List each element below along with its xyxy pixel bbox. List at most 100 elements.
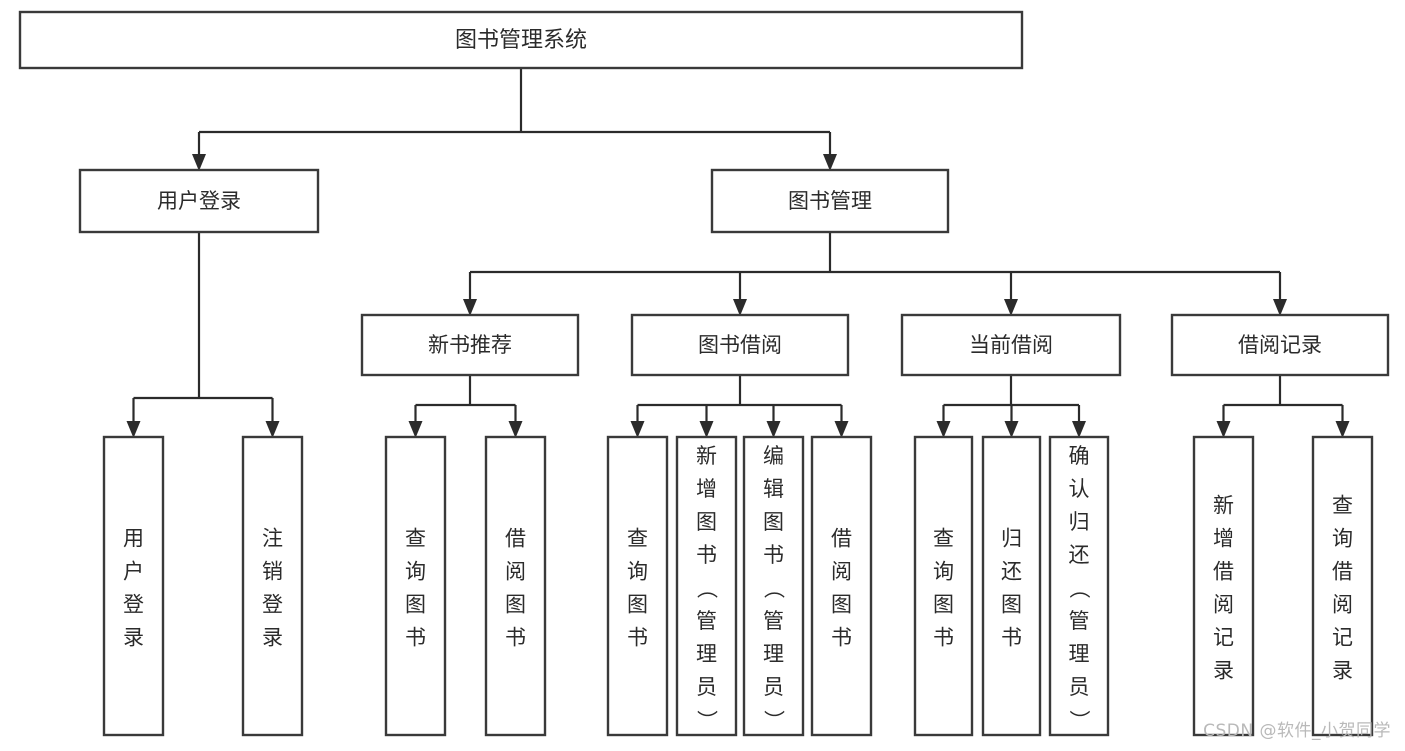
node-user-login-box[interactable] — [78, 168, 320, 234]
node-leaf-query-book-3-label-char: 图 — [933, 593, 954, 617]
node-leaf-add-record-label-char: 记 — [1213, 626, 1234, 650]
node-current-borrow-label: 当前借阅 — [969, 333, 1053, 357]
node-current-borrow[interactable]: 当前借阅 — [900, 313, 1122, 377]
node-leaf-add-book-label-char: 书 — [696, 543, 717, 567]
node-book-management[interactable]: 图书管理 — [710, 168, 950, 234]
node-leaf-user-logout-label-char: 录 — [262, 626, 283, 650]
node-leaf-query-record-label-char: 查 — [1332, 494, 1353, 518]
node-leaf-add-book-label-char: 管 — [696, 609, 717, 633]
node-leaf-edit-book-label-char: 编 — [763, 444, 784, 468]
node-leaf-confirm-return-label-char: ） — [1067, 710, 1091, 731]
arrow-head-icon — [733, 299, 747, 316]
node-leaf-borrow-book-1-box[interactable] — [484, 435, 547, 737]
node-leaf-borrow-book-1-label-char: 书 — [505, 626, 526, 650]
node-leaf-add-record-label-char: 新 — [1213, 494, 1234, 518]
node-leaf-query-book-2-label-char: 查 — [627, 527, 648, 551]
node-leaf-user-login[interactable]: 用户登录 — [102, 435, 165, 737]
connector-root-to-level2 — [192, 68, 837, 171]
node-leaf-query-book-2-label-char: 询 — [627, 560, 648, 584]
node-new-book-recommend[interactable]: 新书推荐 — [360, 313, 580, 377]
node-borrow-record-label: 借阅记录 — [1238, 333, 1322, 357]
node-leaf-query-record-box[interactable] — [1311, 435, 1374, 737]
connector-bookmgmt-to-level3 — [463, 232, 1287, 316]
node-root-system[interactable]: 图书管理系统 — [18, 10, 1024, 70]
node-leaf-query-record-label-char: 询 — [1332, 527, 1353, 551]
node-borrow-record[interactable]: 借阅记录 — [1170, 313, 1390, 377]
node-leaf-add-book-box[interactable] — [675, 435, 738, 737]
node-leaf-edit-book-label-char: 理 — [763, 642, 784, 666]
node-leaf-edit-book-label-char: （ — [762, 578, 786, 599]
arrow-head-icon — [508, 421, 523, 438]
connector-record-to-leaves — [1216, 375, 1350, 438]
node-leaf-query-book-2-label-char: 书 — [627, 626, 648, 650]
node-book-management-box[interactable] — [710, 168, 950, 234]
node-leaf-user-logout-label-char: 销 — [262, 560, 283, 584]
node-leaf-user-logout-box[interactable] — [241, 435, 304, 737]
node-leaf-query-record-label-char: 录 — [1332, 659, 1353, 683]
node-leaf-user-login-label-char: 户 — [123, 560, 144, 584]
node-leaf-borrow-book-2-label-char: 图 — [831, 593, 852, 617]
node-leaf-user-login-label-char: 用 — [123, 527, 144, 551]
node-leaf-confirm-return-label-char: 理 — [1069, 642, 1090, 666]
node-leaf-add-book-label-char: 理 — [696, 642, 717, 666]
node-root-system-box[interactable] — [18, 10, 1024, 70]
node-leaf-add-record-box[interactable] — [1192, 435, 1255, 737]
node-leaf-user-login-label-char: 登 — [123, 593, 144, 617]
node-current-borrow-box[interactable] — [900, 313, 1122, 377]
node-leaf-borrow-book-1-label-char: 借 — [505, 527, 526, 551]
node-leaf-query-book-2-label-char: 图 — [627, 593, 648, 617]
node-user-login[interactable]: 用户登录 — [78, 168, 320, 234]
node-leaf-query-book-2-box[interactable] — [606, 435, 669, 737]
node-new-book-recommend-box[interactable] — [360, 313, 580, 377]
node-leaf-confirm-return-label-char: 还 — [1069, 543, 1090, 567]
node-leaf-query-book-1-label-char: 查 — [405, 527, 426, 551]
node-leaf-borrow-book-2-label-char: 借 — [831, 527, 852, 551]
arrow-head-icon — [699, 421, 714, 438]
node-leaf-add-book-label-char: 增 — [696, 477, 717, 501]
arrow-head-icon — [463, 299, 477, 316]
node-leaf-query-book-3-label-char: 查 — [933, 527, 954, 551]
node-new-book-recommend-label: 新书推荐 — [428, 333, 512, 357]
node-book-borrow-box[interactable] — [630, 313, 850, 377]
node-root-system-label: 图书管理系统 — [455, 28, 587, 53]
node-leaf-borrow-book-2-box[interactable] — [810, 435, 873, 737]
node-book-borrow[interactable]: 图书借阅 — [630, 313, 850, 377]
node-leaf-return-book-label-char: 书 — [1001, 626, 1022, 650]
node-leaf-add-book-label-char: （ — [695, 578, 719, 599]
node-leaf-add-book-label-char: 员 — [696, 675, 717, 699]
node-leaf-edit-book-box[interactable] — [742, 435, 805, 737]
node-leaf-query-book-3-box[interactable] — [913, 435, 974, 737]
node-leaf-user-login-box[interactable] — [102, 435, 165, 737]
node-leaf-edit-book-label-char: 管 — [763, 609, 784, 633]
node-leaf-edit-book-label-char: 员 — [763, 675, 784, 699]
node-leaf-query-book-3-label-char: 询 — [933, 560, 954, 584]
arrow-head-icon — [408, 421, 423, 438]
arrow-head-icon — [1273, 299, 1287, 316]
node-leaf-user-logout-label-char: 登 — [262, 593, 283, 617]
node-leaf-return-book-box[interactable] — [981, 435, 1042, 737]
node-leaf-confirm-return-label-char: 管 — [1069, 609, 1090, 633]
node-leaf-query-book-1-box[interactable] — [384, 435, 447, 737]
node-leaf-edit-book-label-char: 图 — [763, 510, 784, 534]
node-leaf-confirm-return-label-char: （ — [1067, 578, 1091, 599]
arrow-head-icon — [630, 421, 645, 438]
node-leaf-query-book-3-label-char: 书 — [933, 626, 954, 650]
node-leaf-confirm-return-box[interactable] — [1048, 435, 1110, 737]
node-borrow-record-box[interactable] — [1170, 313, 1390, 377]
node-leaf-borrow-book-1-label-char: 图 — [505, 593, 526, 617]
arrow-head-icon — [126, 421, 141, 438]
node-leaf-add-record-label-char: 借 — [1213, 560, 1234, 584]
node-leaf-query-book-1-label-char: 书 — [405, 626, 426, 650]
